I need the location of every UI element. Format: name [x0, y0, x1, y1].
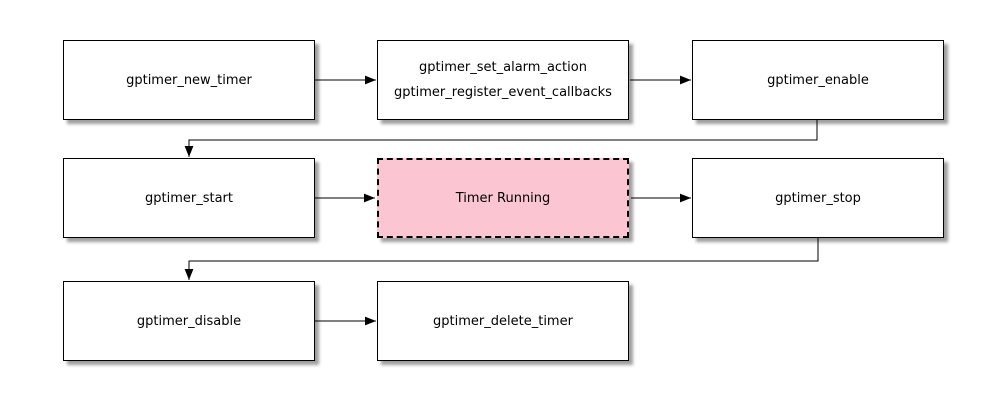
node-gptimer-new-timer: gptimer_new_timer — [63, 40, 315, 120]
node-label: Timer Running — [455, 190, 551, 206]
node-label: gptimer_disable — [136, 313, 242, 329]
node-gptimer-enable: gptimer_enable — [692, 40, 944, 120]
node-timer-running: Timer Running — [377, 158, 629, 238]
node-label: gptimer_start — [145, 190, 233, 206]
edge-stop-to-disable — [184, 238, 819, 280]
node-label: gptimer_new_timer — [126, 72, 252, 88]
node-label-line2: gptimer_register_event_callbacks — [394, 85, 612, 100]
node-label: gptimer_delete_timer — [433, 313, 573, 329]
node-gptimer-start: gptimer_start — [63, 158, 315, 238]
node-gptimer-stop: gptimer_stop — [692, 158, 944, 238]
node-label: gptimer_enable — [767, 72, 869, 88]
node-gptimer-disable: gptimer_disable — [63, 281, 315, 361]
node-gptimer-set-alarm-action: gptimer_set_alarm_action gptimer_registe… — [377, 40, 629, 120]
edge-enable-to-start — [184, 120, 818, 157]
node-gptimer-delete-timer: gptimer_delete_timer — [377, 281, 629, 361]
node-label: gptimer_stop — [775, 190, 861, 206]
node-label-line1: gptimer_set_alarm_action — [419, 60, 587, 75]
